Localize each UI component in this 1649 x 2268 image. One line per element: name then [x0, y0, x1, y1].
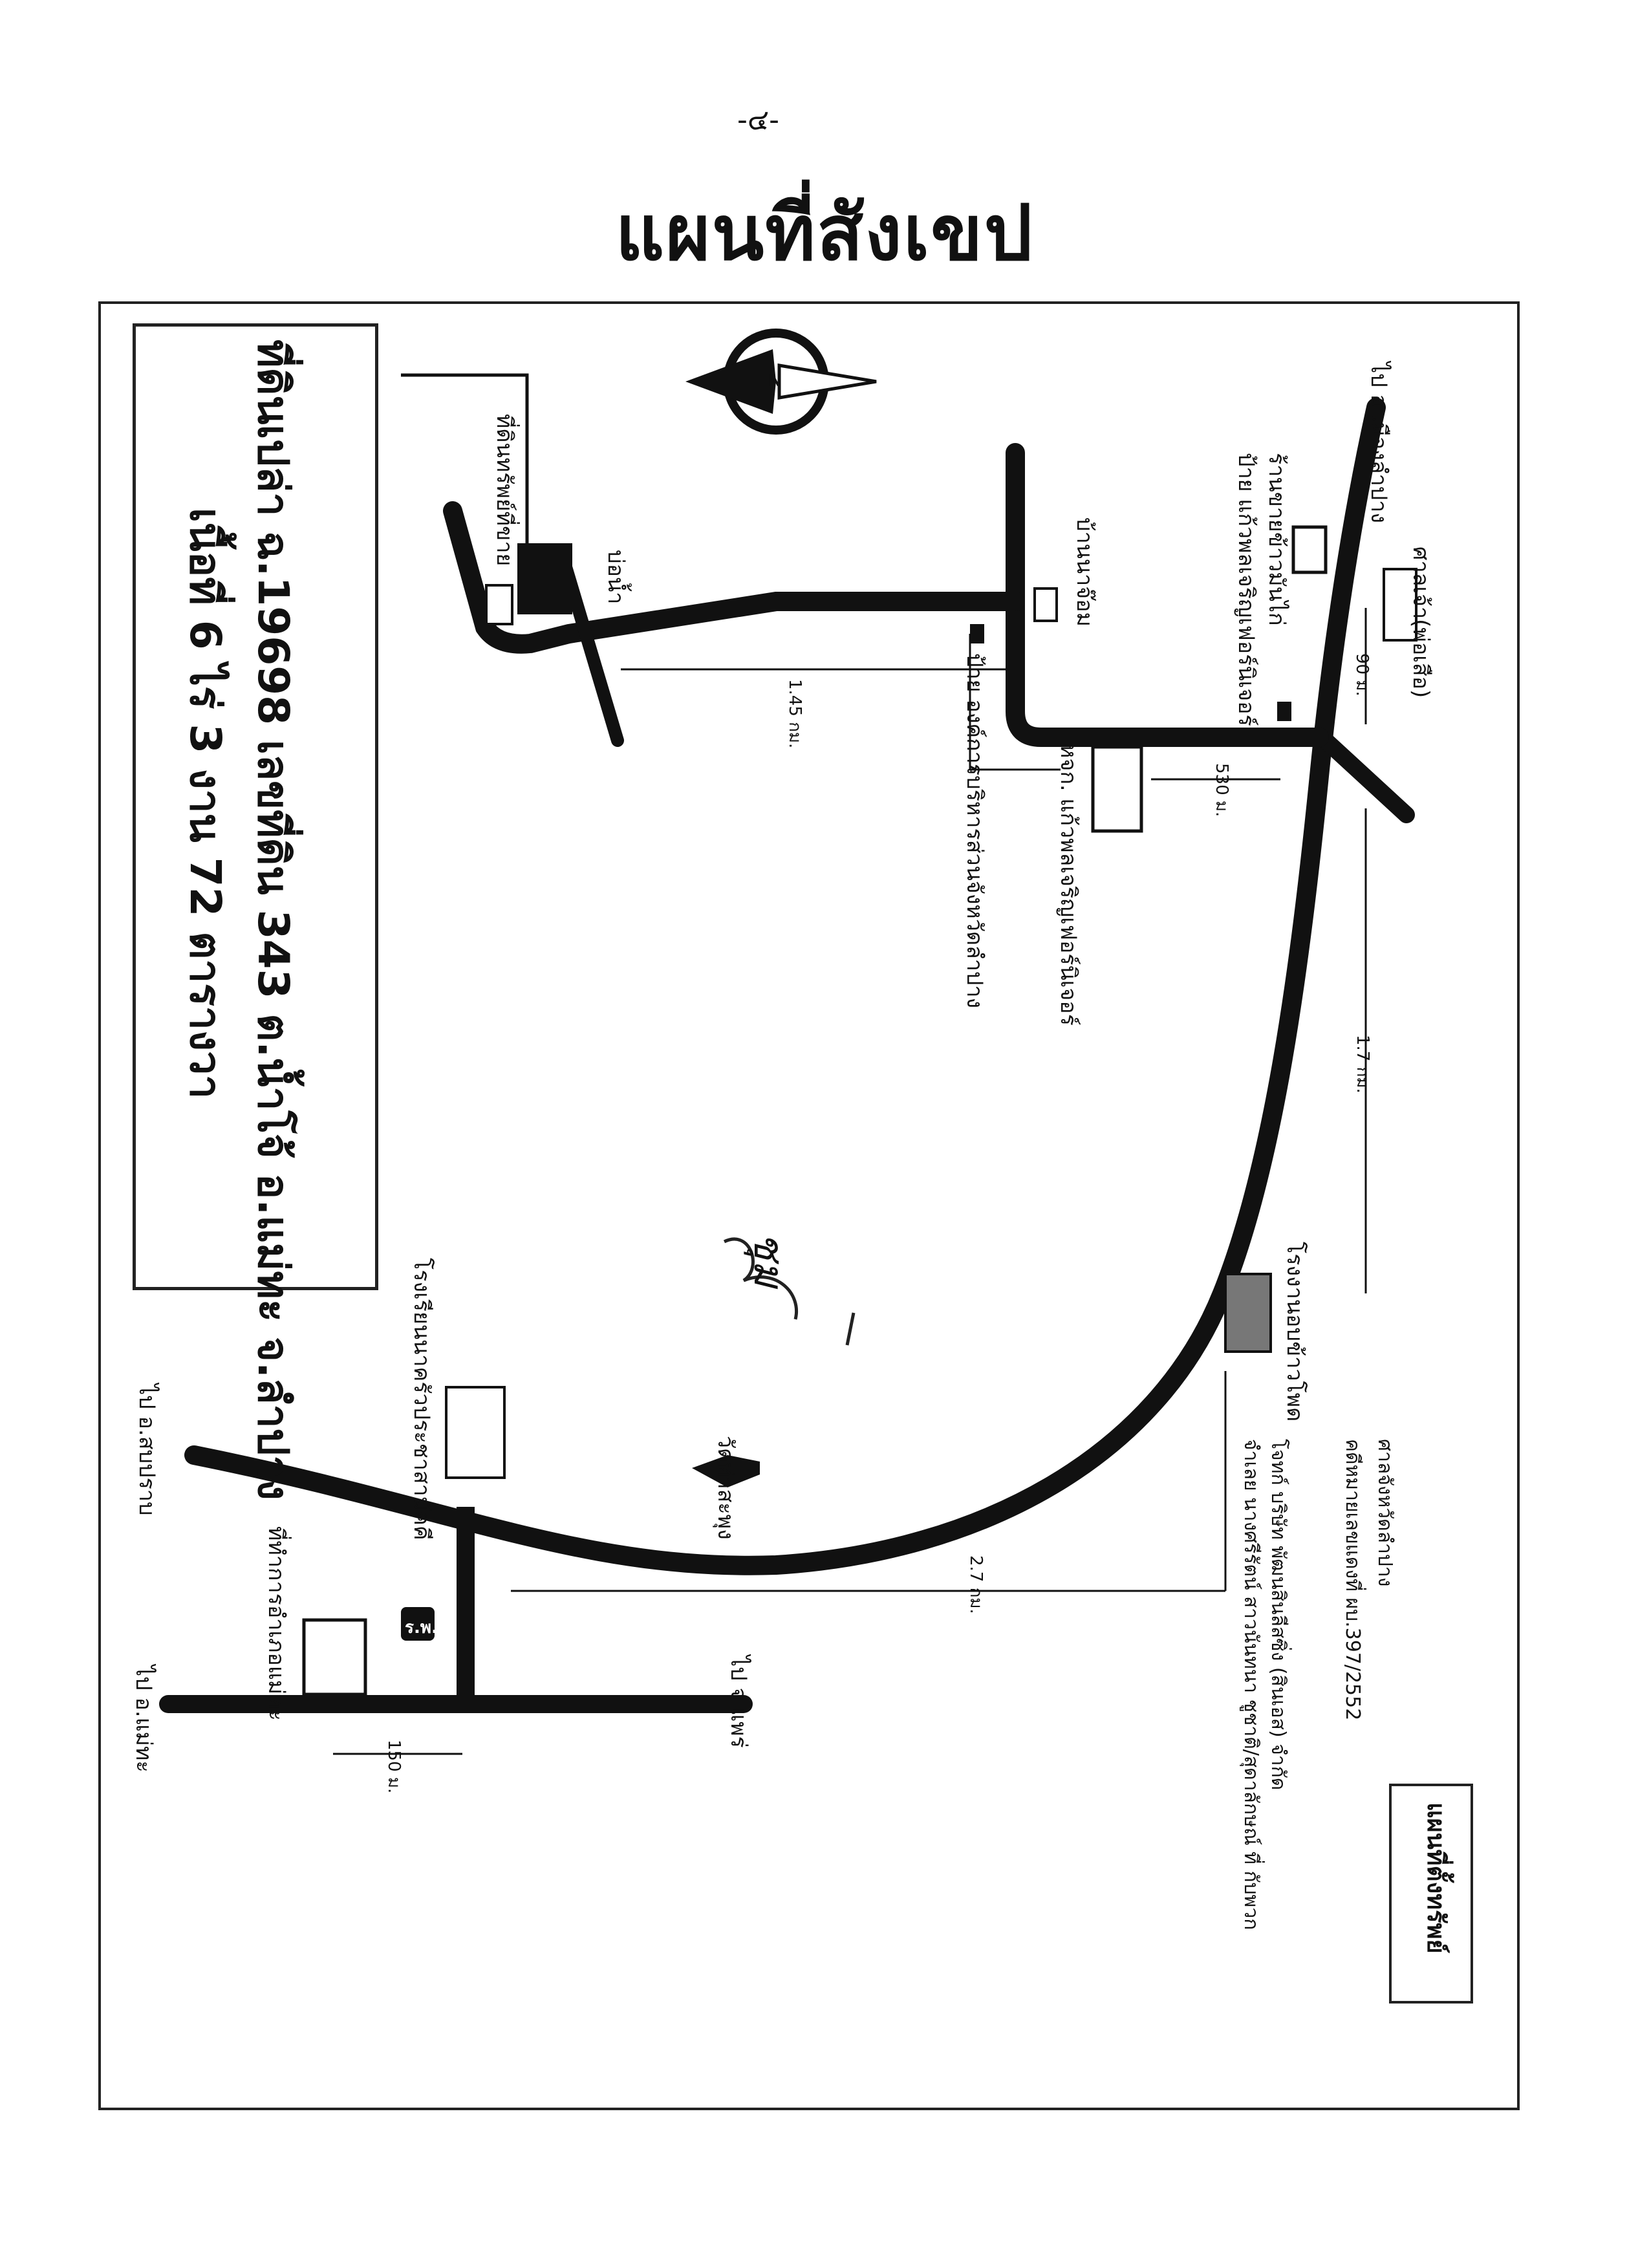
school-icon [445, 1386, 506, 1479]
label-parcel: ที่ดินทรัพย์ที่ขาย [491, 414, 517, 567]
direction-mueang-lampang: ไป อ.เมืองลำปาง [1366, 362, 1392, 523]
parcel-building-icon [485, 584, 513, 625]
shrine-icon [1383, 568, 1417, 642]
tao-sign-icon [970, 624, 984, 643]
district-office-icon [302, 1618, 367, 1696]
distance-90m: 90 ม. [1352, 653, 1372, 697]
village-icon [1033, 587, 1058, 622]
label-school: โรงเรียนนาครัวประชาสามัคคี [409, 1258, 435, 1540]
label-factory: โรงงานอบข้าวโพด [1282, 1242, 1308, 1422]
side-road-to-village [1006, 443, 1329, 747]
page-number: -๔- [737, 103, 780, 136]
hospital-icon [401, 1607, 435, 1641]
compass-n-label: N [768, 371, 782, 391]
label-sign: ป้าย แก้วพลเจริญเฟอร์นิเจอร์ [1233, 453, 1259, 726]
road-to-parcel [443, 501, 1025, 654]
label-temple: วัดท่าสะพุง [713, 1436, 738, 1540]
parcel-line-2: เนื้อที่ 6 ไร่ 3 งาน 72 ตารางวา [180, 508, 230, 1099]
direction-sop-prap: ไป อ.สบปราบ [134, 1384, 160, 1516]
temple-icon [692, 1455, 760, 1487]
hq-building-icon [1091, 745, 1143, 833]
label-village: บ้านนาจ๊อม [1072, 517, 1097, 627]
label-pond: บ่อน้ำ [603, 550, 629, 605]
page-title: แผนที่สังเขป [615, 188, 1034, 277]
label-tao-sign: ป้าย องค์การบริหารส่วนจังหวัดลำปาง [962, 653, 987, 1009]
distance-145km: 1.45 กม. [785, 679, 804, 749]
parcel-description-box: ที่ดินเปล่า ฉ.19698 เลขที่ดิน 343 ต.น้ำโ… [133, 323, 378, 1500]
label-district-office: ที่ทำการอำเภอแม่ทะ [263, 1526, 289, 1721]
parcel-line-1: ที่ดินเปล่า ฉ.19698 เลขที่ดิน 343 ต.น้ำโ… [248, 340, 298, 1500]
case-plaintiff: โจทก์ บริษัท พัฒนสินลีสซิ่ง (สินเอส) จำก… [1267, 1439, 1289, 1791]
map-frame [98, 301, 1520, 2110]
case-heading: แผนที่ตั้งทรัพย์ [1422, 1802, 1450, 1954]
distance-150m: 150 ม. [384, 1740, 404, 1794]
label-shop: ร้านขายข้าวมันไก่ [1264, 453, 1289, 626]
case-number: คดีหมายเลขแดงที่ ผบ.397/2552 [1341, 1439, 1364, 1721]
sign-leader [969, 634, 1061, 771]
label-hq: หจก. แก้วพลเจริญเฟอร์นิเจอร์ [1055, 744, 1081, 1026]
direction-mae-tha: ไป อ.แม่ทะ [131, 1665, 156, 1773]
sign-icon [1277, 702, 1291, 721]
case-heading-box: แผนที่ตั้งทรัพย์ [1389, 1784, 1473, 2003]
distance-17km: 1.7 กม. [1353, 1035, 1372, 1094]
distance-530m: 530 ม. [1212, 763, 1231, 817]
shop-icon [1291, 525, 1328, 574]
compass-needle [685, 349, 776, 414]
side-road-east [1317, 732, 1415, 823]
handwritten-mark [723, 1237, 856, 1346]
handwritten-annotation: ชุม [744, 1232, 792, 1288]
distance-27km: 2.7 กม. [966, 1555, 986, 1614]
pond-shape [517, 543, 572, 614]
factory-icon [1224, 1273, 1272, 1353]
main-highway [184, 398, 1386, 1575]
case-court: ศาลจังหวัดลำปาง [1374, 1439, 1396, 1587]
direction-phrae: ไป จ.แพร่ [726, 1656, 751, 1748]
label-hospital: ร.พ. [405, 1618, 438, 1637]
compass-needle-tail [777, 363, 877, 400]
label-shrine: ศาลเจ้า(พ่อเสือ) [1408, 546, 1434, 698]
parcel-connector [401, 373, 529, 543]
case-defendant: จำเลย นางศรีรัตน์ สาวนันทนา ชูชาติ/สุดาล… [1240, 1439, 1262, 1930]
